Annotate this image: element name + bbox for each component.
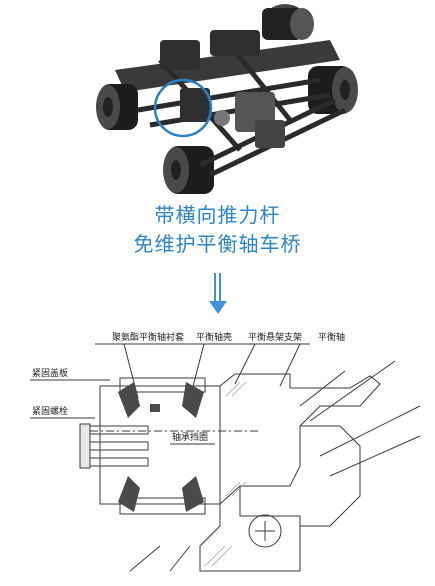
down-arrow-icon: [209, 273, 227, 314]
label-shaft: 平衡轴: [318, 331, 345, 343]
cross-section-drawing: 聚氨酯平衡轴衬套 平衡轴壳 平衡悬架支架 平衡轴 紧固盖板 紧固螺栓 轴承挡圈: [30, 331, 421, 572]
label-cover: 紧固盖板: [32, 367, 68, 379]
caption-line-2: 免维护平衡轴车桥: [133, 232, 302, 256]
label-bracket: 平衡悬架支架: [248, 331, 302, 343]
label-bolt: 紧固螺栓: [32, 405, 68, 417]
suspension-parts: [160, 30, 285, 148]
bolt-group: [79, 423, 149, 469]
label-bushing: 聚氨酯平衡轴衬套: [112, 331, 184, 343]
bushing-parts: [118, 382, 204, 512]
label-bearing-ring: 轴承挡圈: [172, 431, 208, 443]
tire-front: [163, 146, 214, 194]
label-shell: 平衡轴壳: [196, 331, 232, 343]
axle-render: [96, 4, 358, 194]
tire-left-rear: [96, 84, 138, 130]
caption-line-1: 带横向推力杆: [154, 203, 281, 227]
rear-axle: [115, 4, 340, 92]
highlight-circle: [153, 78, 213, 138]
